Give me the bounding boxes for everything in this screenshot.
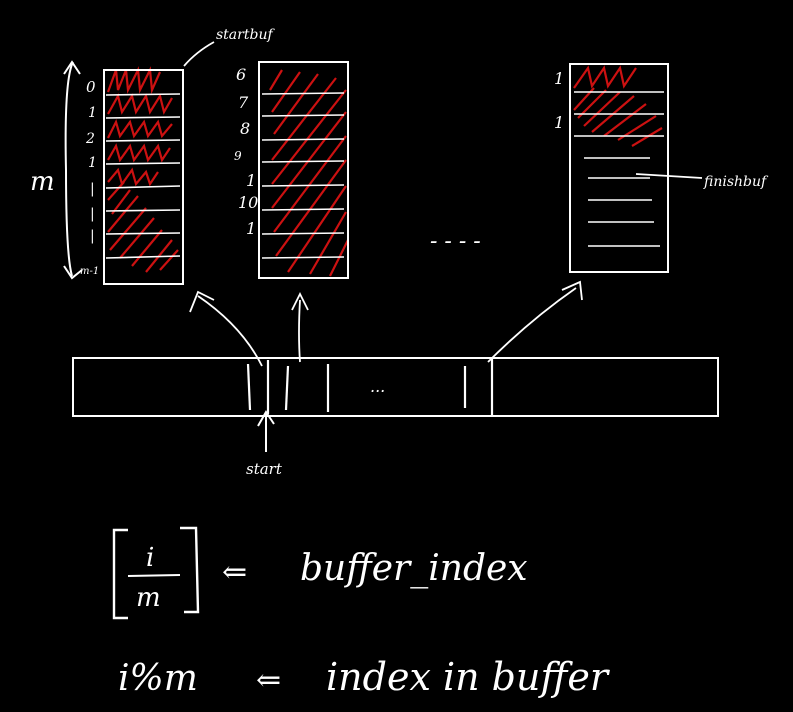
map-array-ellipsis: ... (370, 377, 385, 396)
floor-right-bracket (180, 526, 200, 614)
arrow-to-buffer-1 (197, 295, 263, 367)
arrowhead-buffer-2 (291, 291, 309, 311)
floor-arrow: ⇐ (222, 555, 247, 590)
buffer-1-outline (103, 69, 184, 285)
buffer-3: 1 1 (554, 63, 669, 273)
arrow-to-buffer-2 (298, 299, 301, 363)
map-to-buffer-arrows (189, 280, 583, 367)
buffer-2-index-9: 9 (234, 149, 242, 163)
floor-numerator: i (146, 543, 154, 573)
buffer-1: 0 1 2 1 | | | m-1 (80, 66, 184, 285)
buffer-2-index-10: 10 (238, 193, 258, 212)
map-array: ... (72, 357, 719, 417)
buffer-1-filled-hatching (106, 66, 179, 273)
buffer-1-index-3: 1 (88, 155, 97, 171)
floor-left-bracket (112, 528, 128, 620)
map-array-outline (72, 357, 719, 417)
buffer-2: 6 7 8 9 1 10 1 (234, 61, 349, 279)
buffer-2-filled-hatching (269, 69, 349, 277)
buffer-3-outline (569, 63, 669, 273)
finishbuf-label: finishbuf (703, 174, 769, 190)
buffer-1-index-0: 0 (86, 78, 96, 96)
arrow-to-buffer-3 (487, 287, 577, 363)
buffer-3-index-1: 1 (554, 113, 564, 132)
buffer-2-index-7: 7 (238, 93, 249, 112)
buffer-1-index-2: 2 (85, 131, 95, 147)
index-in-buffer-label: index in buffer (326, 655, 611, 699)
arrowhead-buffer-1 (189, 290, 215, 313)
buffer-3-filled-hatching (573, 65, 663, 147)
buffer-2-slot-lines (261, 92, 345, 259)
buffer-2-index-8: 8 (240, 119, 250, 138)
buffer-index-label: buffer_index (300, 548, 528, 589)
start-pointer: start (246, 410, 283, 478)
buffer-1-index-4: | (90, 181, 95, 197)
floor-formula: i m ⇐ buffer_index (112, 526, 528, 620)
buffer-3-index-0: 1 (554, 69, 564, 88)
start-label: start (246, 460, 283, 478)
buffer-2-outline (258, 61, 349, 279)
m-size-brace: m (30, 60, 83, 280)
mod-formula: i%m ⇐ index in buffer (118, 655, 611, 699)
buffer-2-index-b: 1 (246, 219, 256, 238)
buffer-2-index-6: 6 (236, 65, 246, 84)
floor-denominator: m (136, 583, 161, 613)
startbuf-annotation: startbuf (183, 27, 275, 67)
startbuf-label: startbuf (216, 27, 275, 43)
buffer-2-index-a: 1 (246, 171, 256, 190)
map-array-dividers (246, 358, 494, 416)
m-label: m (30, 167, 55, 197)
buffer-1-index-last: m-1 (80, 266, 99, 277)
finishbuf-annotation: finishbuf (635, 173, 769, 190)
buffer-1-index-1: 1 (88, 105, 97, 121)
mod-arrow: ⇐ (256, 663, 281, 698)
buffers-ellipsis: - - - - (430, 229, 481, 254)
buffer-1-index-6: | (90, 228, 95, 244)
arrowhead-buffer-3 (561, 280, 583, 301)
buffer-1-slot-lines (105, 93, 181, 259)
mod-expression: i%m (118, 658, 198, 699)
fraction-bar (127, 574, 181, 577)
buffer-1-index-5: | (90, 206, 95, 222)
buffer-3-slot-lines (574, 91, 664, 247)
